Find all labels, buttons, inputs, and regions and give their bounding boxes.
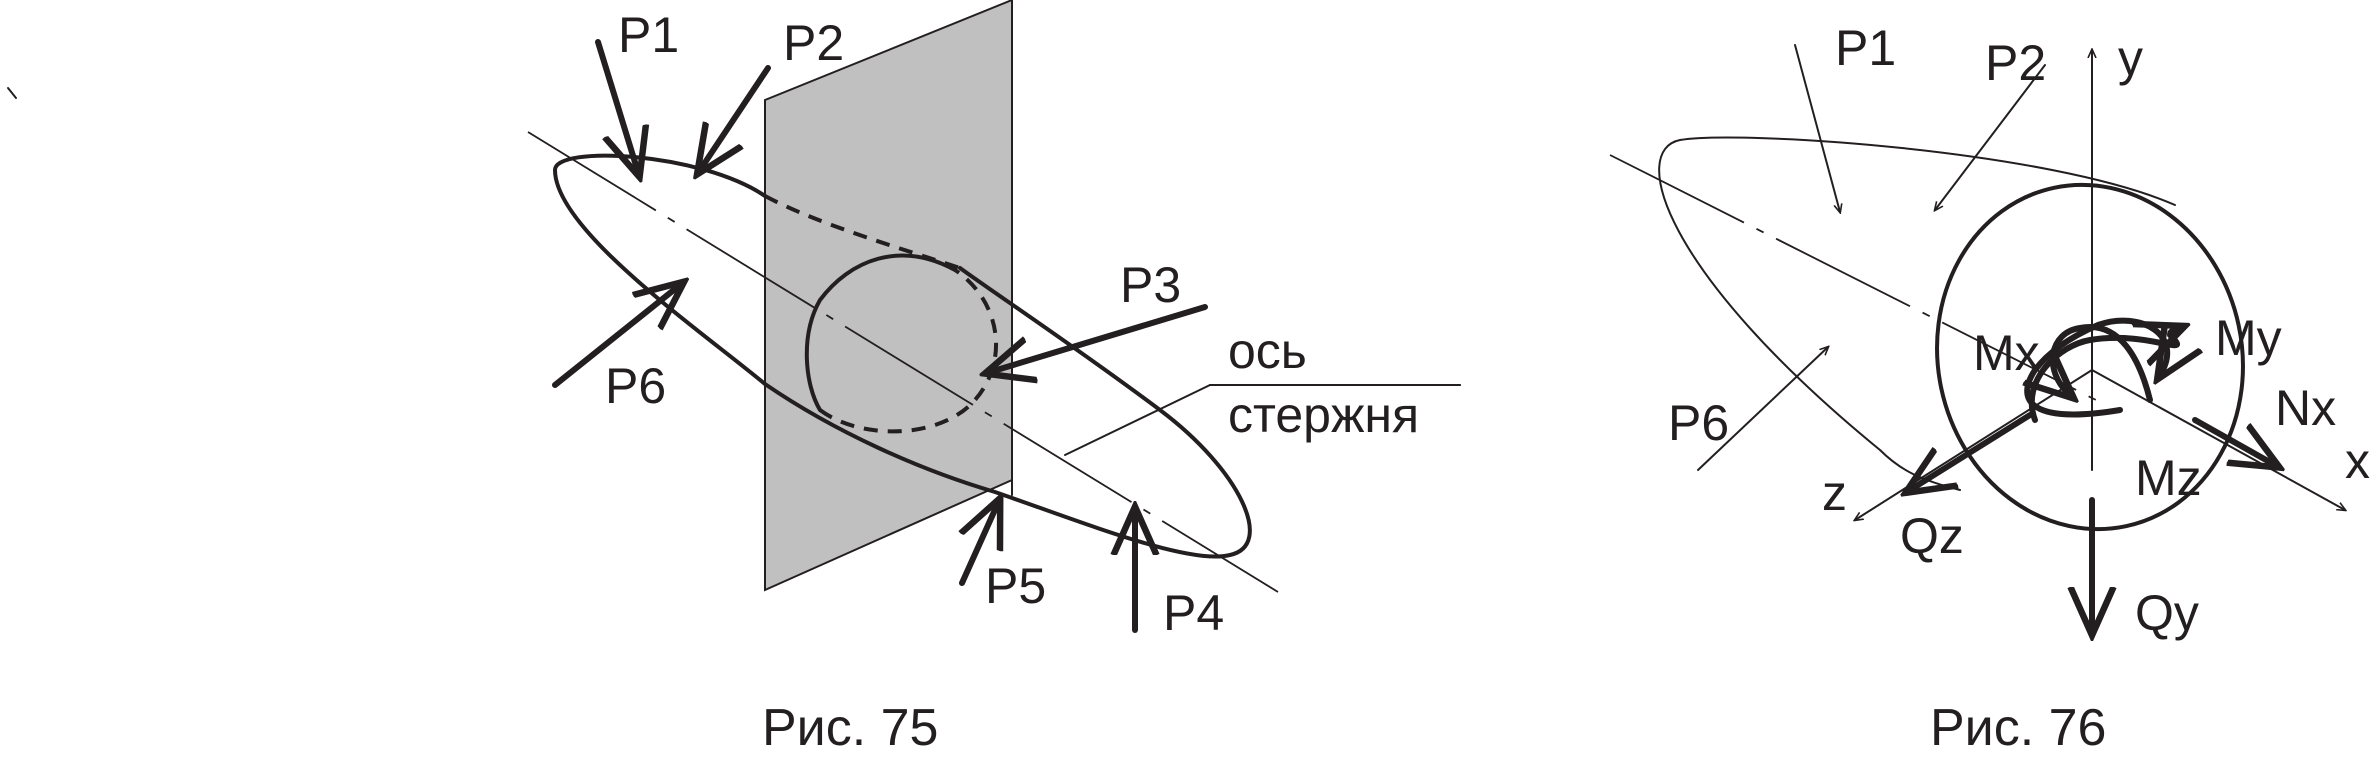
moment-mz <box>2053 323 2153 400</box>
force-arrow-p2 <box>700 65 771 170</box>
internal-force-qz <box>1910 412 2033 490</box>
rod-contour-front <box>553 153 767 386</box>
figure-76: P1 P2 P6 y x z Mx My Mz Nx Qy Qz Рис. 76 <box>1609 20 2370 757</box>
label-p5: P5 <box>985 558 1046 614</box>
cross-section-76 <box>1935 182 2245 532</box>
rod-contour-hidden <box>764 194 961 270</box>
label-p2-76: P2 <box>1985 35 2046 91</box>
projection-line-axis <box>1064 384 1211 456</box>
force-arrow-p1-76 <box>1794 44 1840 212</box>
axis-label-line1: ось <box>1228 323 1307 379</box>
force-arrow-p3 <box>990 304 1208 372</box>
label-qy: Qy <box>2135 585 2199 641</box>
label-p2: P2 <box>783 15 844 71</box>
cutting-plane <box>764 0 1013 592</box>
rod-axis-76 <box>1609 154 2101 403</box>
rod-contour-right <box>763 266 1252 559</box>
cross-section-hidden <box>818 268 998 434</box>
cross-section-visible <box>804 253 957 412</box>
label-x: x <box>2345 433 2370 489</box>
label-qz: Qz <box>1900 508 1964 564</box>
label-p4: P4 <box>1163 585 1224 641</box>
caption-fig-76: Рис. 76 <box>1930 699 2106 757</box>
axis-z <box>1855 369 2093 520</box>
label-y: y <box>2118 30 2143 86</box>
label-mz: Mz <box>2135 450 2202 506</box>
force-arrow-p5 <box>962 503 998 586</box>
stray-mark <box>7 87 17 99</box>
label-p6: P6 <box>605 358 666 414</box>
axis-x <box>2091 369 2345 510</box>
label-z: z <box>1822 465 1847 521</box>
internal-force-nx <box>2192 417 2275 465</box>
label-nx: Nx <box>2275 380 2336 436</box>
force-arrow-p6-76 <box>1697 347 1828 471</box>
label-p1: P1 <box>618 7 679 63</box>
label-p6-76: P6 <box>1668 395 1729 451</box>
force-arrow-p2-76 <box>1935 64 2046 210</box>
rod-contour <box>1658 136 2176 491</box>
label-p1-76: P1 <box>1835 20 1896 76</box>
axis-label-line2: стержня <box>1228 387 1419 443</box>
caption-fig-75: Рис. 75 <box>762 699 938 757</box>
force-arrow-p6 <box>552 285 680 388</box>
label-mx: Mx <box>1973 325 2040 381</box>
label-p3: P3 <box>1120 257 1181 313</box>
figure-75: P1 P2 P3 P4 P5 P6 ось стержня Рис. 75 <box>527 0 1461 757</box>
rod-axis <box>527 131 1279 593</box>
force-arrow-p1 <box>595 39 638 172</box>
label-my: My <box>2215 310 2282 366</box>
